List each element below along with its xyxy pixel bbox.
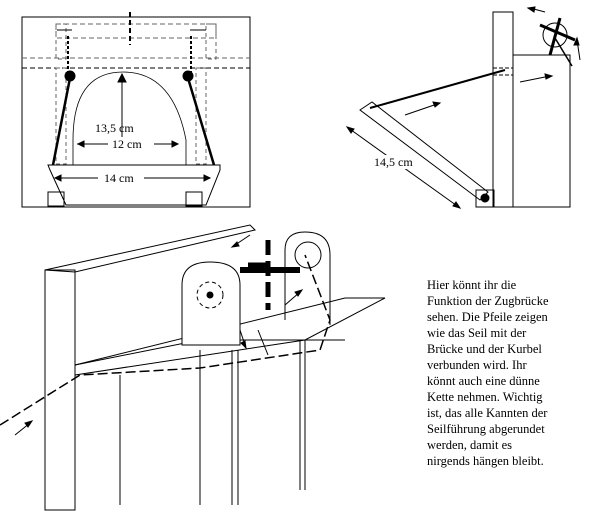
description-line: Kette nehmen. Wichtig — [427, 390, 543, 404]
description-line: Hier könnt ihr die — [427, 278, 517, 292]
bridge-length-label: 14,5 cm — [374, 155, 413, 169]
front-view — [21, 12, 251, 208]
outer-width-label: 14 cm — [104, 171, 134, 185]
side-view — [345, 6, 581, 209]
perspective-view — [0, 224, 386, 511]
description-text: Hier könnt ihr die Funktion der Zugbrück… — [427, 277, 597, 469]
description-line: könnt auch eine dünne — [427, 374, 540, 388]
description-line: werden, damit es — [427, 438, 513, 452]
description-line: Brücke und der Kurbel — [427, 342, 542, 356]
description-line: nirgends hängen bleibt. — [427, 454, 544, 468]
description-line: Funktion der Zugbrücke — [427, 294, 549, 308]
description-line: Seilführung abgerundet — [427, 422, 545, 436]
description-line: wie das Seil mit der — [427, 326, 527, 340]
height-label: 13,5 cm — [95, 121, 134, 135]
description-line: sehen. Die Pfeile zeigen — [427, 310, 548, 324]
description-line: ist, das alle Kannten der — [427, 406, 548, 420]
description-line: verbunden wird. Ihr — [427, 358, 527, 372]
inner-width-label: 12 cm — [112, 137, 142, 151]
